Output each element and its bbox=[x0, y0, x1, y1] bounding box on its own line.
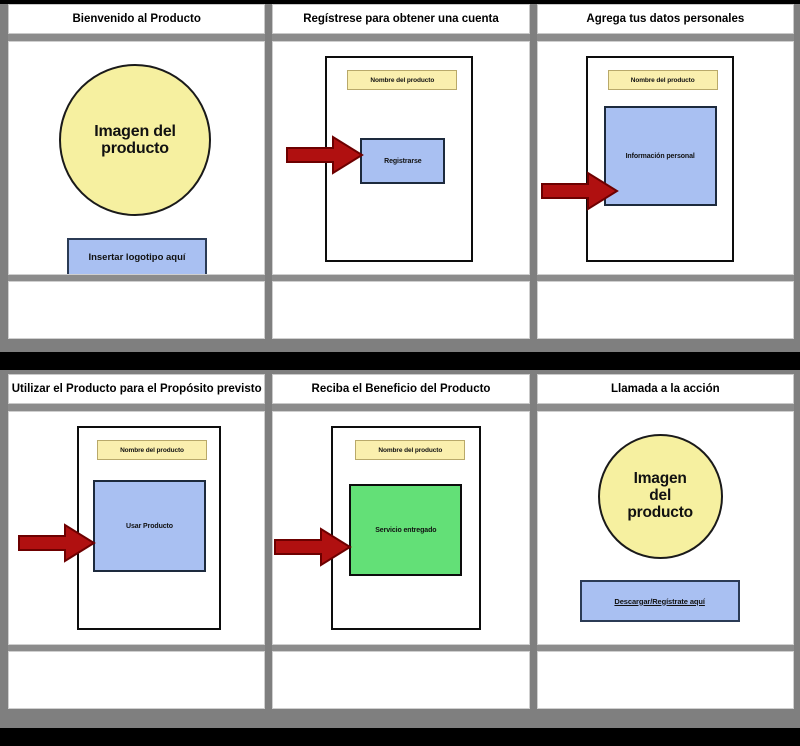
circle-line-1: Imagen bbox=[633, 470, 687, 488]
panel-5-title: Reciba el Beneficio del Producto bbox=[311, 382, 491, 395]
panel-2-title: Regístrese para obtener una cuenta bbox=[303, 12, 499, 25]
storyboard-panel-5[interactable]: Reciba el Beneficio del Producto Nombre … bbox=[272, 374, 530, 709]
panel-1-frame-gap bbox=[8, 275, 266, 281]
device-page-frame: Nombre del producto Información personal bbox=[585, 56, 734, 262]
red-arrow-icon bbox=[274, 527, 353, 567]
product-name-chip-label: Nombre del producto bbox=[630, 76, 695, 84]
panel-5-title-box: Reciba el Beneficio del Producto bbox=[272, 374, 530, 404]
product-name-chip: Nombre del producto bbox=[347, 70, 458, 90]
panel-3-notes[interactable] bbox=[536, 281, 794, 339]
product-name-chip: Nombre del producto bbox=[355, 440, 466, 460]
product-name-chip: Nombre del producto bbox=[97, 440, 207, 460]
top-rule-divider bbox=[0, 0, 800, 4]
storyboard-panel-6[interactable]: Llamada a la acción Imagen del producto … bbox=[536, 374, 794, 709]
product-name-chip: Nombre del producto bbox=[607, 70, 718, 90]
storyboard-panel-3[interactable]: Agrega tus datos personales Nombre del p… bbox=[536, 4, 794, 339]
row-divider bbox=[0, 352, 800, 370]
panel-1-frame: Imagen del producto Insertar logotipo aq… bbox=[8, 41, 266, 275]
panel-3-frame-gap bbox=[536, 275, 794, 281]
panel-6-notes[interactable] bbox=[536, 651, 794, 709]
panel-2-title-box: Regístrese para obtener una cuenta bbox=[272, 4, 530, 34]
panel-2-notes[interactable] bbox=[272, 281, 530, 339]
circle-line-1: Imagen del bbox=[94, 122, 176, 140]
product-image-circle-label: Imagen del producto bbox=[627, 471, 693, 521]
panel-6-title: Llamada a la acción bbox=[610, 382, 720, 395]
panel-3-title: Agrega tus datos personales bbox=[586, 12, 745, 25]
panel-5-frame-gap bbox=[272, 645, 530, 651]
panel-3-title-box: Agrega tus datos personales bbox=[536, 4, 794, 34]
signup-block[interactable]: Registrarse bbox=[360, 138, 446, 184]
panel-5-title-gap bbox=[272, 404, 530, 411]
product-name-chip-label: Nombre del producto bbox=[378, 446, 443, 454]
cta-download-register-label: Descargar/Regístrate aquí bbox=[614, 596, 705, 606]
personal-info-block-label: Información personal bbox=[625, 152, 695, 160]
use-product-block-label: Usar Producto bbox=[126, 522, 173, 530]
panel-6-frame-gap bbox=[536, 645, 794, 651]
service-delivered-block[interactable]: Servicio entregado bbox=[349, 484, 463, 576]
panel-6-frame: Imagen del producto Descargar/Regístrate… bbox=[536, 411, 794, 645]
circle-line-2: del bbox=[649, 487, 672, 505]
panel-4-notes[interactable] bbox=[8, 651, 266, 709]
storyboard-row-1: Bienvenido al Producto Imagen del produc… bbox=[0, 4, 800, 339]
product-name-chip-label: Nombre del producto bbox=[370, 76, 435, 84]
panel-5-notes[interactable] bbox=[272, 651, 530, 709]
panel-4-title: Utilizar el Producto para el Propósito p… bbox=[11, 382, 262, 395]
device-page-frame: Nombre del producto Servicio entregado bbox=[331, 426, 482, 630]
panel-4-frame: Nombre del producto Usar Producto bbox=[8, 411, 266, 645]
panel-1-title: Bienvenido al Producto bbox=[72, 12, 201, 25]
storyboard-panel-1[interactable]: Bienvenido al Producto Imagen del produc… bbox=[8, 4, 266, 339]
cta-download-register-box[interactable]: Descargar/Regístrate aquí bbox=[579, 580, 740, 622]
circle-line-2: producto bbox=[101, 140, 169, 157]
panel-5-frame: Nombre del producto Servicio entregado bbox=[272, 411, 530, 645]
use-product-block[interactable]: Usar Producto bbox=[93, 480, 206, 572]
panel-3-title-gap bbox=[536, 34, 794, 41]
panel-4-frame-gap bbox=[8, 645, 266, 651]
panel-4-title-gap bbox=[8, 404, 266, 411]
circle-line-3: producto bbox=[627, 503, 693, 521]
personal-info-block[interactable]: Información personal bbox=[603, 106, 717, 206]
storyboard-panel-4[interactable]: Utilizar el Producto para el Propósito p… bbox=[8, 374, 266, 709]
insert-logo-box[interactable]: Insertar logotipo aquí bbox=[67, 238, 207, 274]
device-page-frame: Nombre del producto Usar Producto bbox=[77, 426, 221, 630]
panel-3-frame: Nombre del producto Información personal bbox=[536, 41, 794, 275]
panel-1-notes[interactable] bbox=[8, 281, 266, 339]
panel-6-title-gap bbox=[536, 404, 794, 411]
panel-2-frame-gap bbox=[272, 275, 530, 281]
panel-1-title-gap bbox=[8, 34, 266, 41]
product-name-chip-label: Nombre del producto bbox=[120, 446, 184, 454]
product-image-circle: Imagen del producto bbox=[597, 434, 723, 559]
red-arrow-icon bbox=[286, 135, 365, 175]
red-arrow-icon bbox=[18, 523, 96, 563]
panel-4-title-box: Utilizar el Producto para el Propósito p… bbox=[8, 374, 266, 404]
insert-logo-label: Insertar logotipo aquí bbox=[88, 251, 186, 263]
panel-2-frame: Nombre del producto Registrarse bbox=[272, 41, 530, 275]
product-image-circle-label: Imagen del producto bbox=[94, 123, 176, 158]
signup-block-label: Registrarse bbox=[384, 157, 422, 165]
storyboard-panel-2[interactable]: Regístrese para obtener una cuenta Nombr… bbox=[272, 4, 530, 339]
bottom-rule-divider bbox=[0, 728, 800, 746]
panel-6-title-box: Llamada a la acción bbox=[536, 374, 794, 404]
panel-1-title-box: Bienvenido al Producto bbox=[8, 4, 266, 34]
red-arrow-icon bbox=[540, 171, 619, 211]
panel-2-title-gap bbox=[272, 34, 530, 41]
product-image-circle: Imagen del producto bbox=[59, 64, 211, 216]
service-delivered-block-label: Servicio entregado bbox=[375, 526, 437, 534]
storyboard-row-2: Utilizar el Producto para el Propósito p… bbox=[0, 374, 800, 709]
